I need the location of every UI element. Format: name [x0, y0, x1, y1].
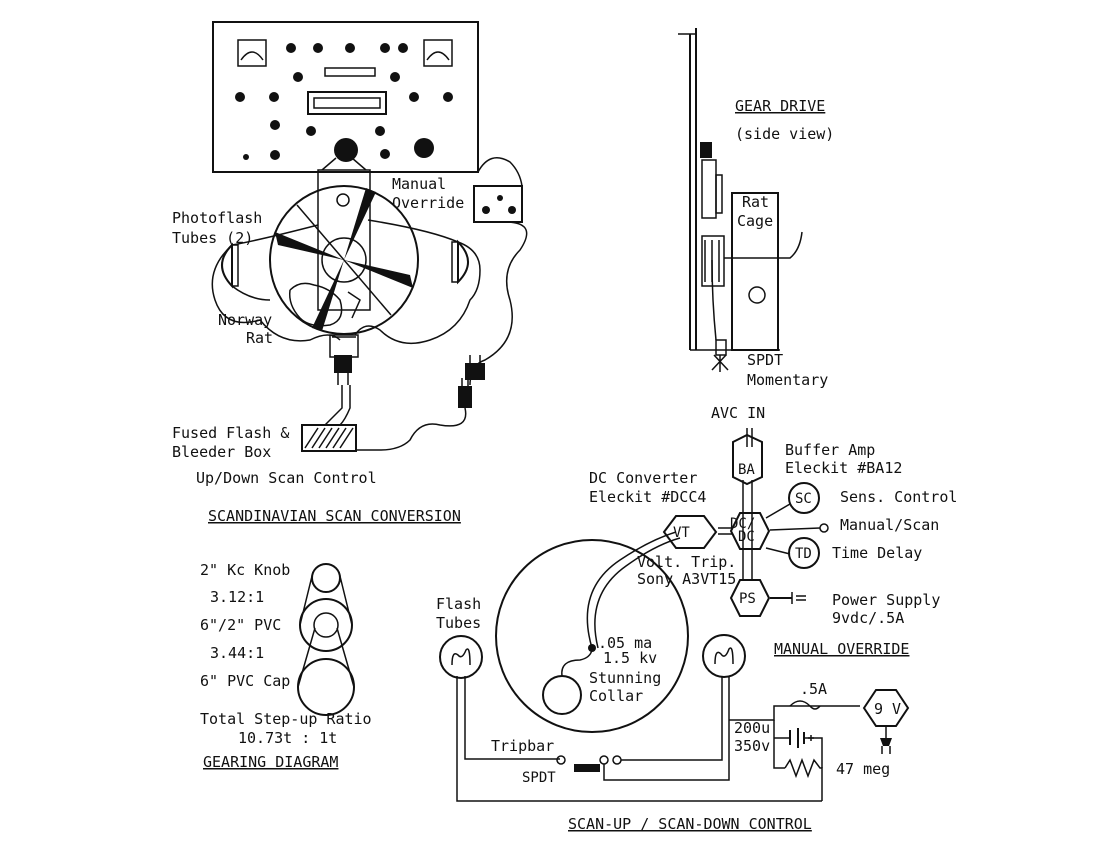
node-dc: DC/ DC [729, 512, 771, 550]
photoflash-tubes [221, 239, 469, 289]
momentary-label: Momentary [747, 371, 828, 389]
node-ba: BA [732, 433, 763, 486]
power-supply-label: Power Supply [832, 591, 940, 609]
fused-flash-label-2: Bleeder Box [172, 443, 271, 461]
capacitor-voltage: 350v [734, 737, 770, 755]
node-dc-label: DC/ [730, 516, 755, 532]
tripbar-label: Tripbar [491, 737, 554, 755]
node-vt-label: VT [673, 525, 690, 541]
norway-rat-label-2: Rat [246, 329, 273, 347]
gearing-total-value: 10.73t : 1t [238, 729, 337, 747]
manual-override-label-1: Manual [392, 175, 446, 193]
gearing-row-2: 3.12:1 [210, 588, 264, 606]
resistor-label: 47 meg [836, 760, 890, 778]
gear-drive-subtitle: (side view) [735, 125, 834, 143]
gearing-row-4: 3.44:1 [210, 644, 264, 662]
wiring-loop-left [211, 219, 481, 345]
override-bus [718, 428, 829, 604]
stunning-label: Stunning [589, 669, 661, 687]
capacitor-value: 200u [734, 719, 770, 737]
flash-tubes-label-2: Tubes [436, 614, 481, 632]
time-delay-label: Time Delay [832, 544, 922, 562]
gearing-row-5: 6" PVC Cap [200, 672, 290, 690]
node-ba-label: BA [738, 462, 755, 478]
scan-wheel [269, 157, 419, 385]
buffer-amp-label: Buffer Amp [785, 441, 875, 459]
collar-label: Collar [589, 687, 643, 705]
manual-override-label-2: Override [392, 194, 464, 212]
node-ps-label: PS [739, 591, 756, 607]
dc-converter-label: DC Converter [589, 469, 697, 487]
photoflash-label-2: Tubes (2) [172, 229, 253, 247]
scan-control-title: SCAN-UP / SCAN-DOWN CONTROL [568, 815, 812, 833]
manual-override-box [357, 157, 528, 451]
manual-scan-label: Manual/Scan [840, 516, 939, 534]
gearing-figure [297, 563, 355, 716]
power-supply-rating: 9vdc/.5A [832, 609, 904, 627]
scandinavian-title: SCANDINAVIAN SCAN CONVERSION [208, 507, 461, 525]
node-sc-label: SC [795, 491, 812, 507]
flash-tubes-label-1: Flash [436, 595, 481, 613]
volt-trip-label: Volt. Trip. [637, 553, 736, 571]
volt-trip-model: Sony A3VT15 [637, 570, 736, 588]
node-ps: PS [729, 579, 771, 617]
node-td: TD [788, 537, 820, 569]
radio-panel [212, 21, 479, 173]
gearing-row-1: 2" Kc Knob [200, 561, 290, 579]
scan-control-circuit [439, 531, 910, 802]
updown-scan-label: Up/Down Scan Control [196, 469, 377, 487]
battery-label: 9 V [874, 700, 901, 718]
node-vt: VT [662, 515, 718, 549]
rat-cage-label-2: Cage [737, 212, 773, 230]
fused-flash-label-1: Fused Flash & [172, 424, 289, 442]
gearing-row-3: 6"/2" PVC [200, 616, 281, 634]
voltage-label: 1.5 kv [603, 649, 657, 667]
spdt-switch-label: SPDT [522, 770, 556, 786]
current-label: .05 ma [598, 634, 652, 652]
avc-in-label: AVC IN [711, 404, 765, 422]
fuse-label: .5A [800, 680, 827, 698]
node-td-label: TD [795, 546, 812, 562]
buffer-amp-model: Eleckit #BA12 [785, 459, 902, 477]
photoflash-label-1: Photoflash [172, 209, 262, 227]
node-dc-label-2: DC [738, 529, 755, 545]
rat-cage-label-1: Rat [742, 193, 769, 211]
gear-drive-figure [678, 28, 803, 372]
manual-override-title: MANUAL OVERRIDE [774, 640, 909, 658]
spdt-label: SPDT [747, 351, 783, 369]
gearing-title: GEARING DIAGRAM [203, 753, 338, 771]
gear-drive-title: GEAR DRIVE [735, 97, 825, 115]
fused-flash-box [301, 385, 357, 452]
gearing-total-label: Total Step-up Ratio [200, 710, 372, 728]
norway-rat-label-1: Norway [218, 311, 272, 329]
dc-converter-model: Eleckit #DCC4 [589, 488, 706, 506]
sens-control-label: Sens. Control [840, 488, 957, 506]
node-sc: SC [788, 482, 820, 514]
